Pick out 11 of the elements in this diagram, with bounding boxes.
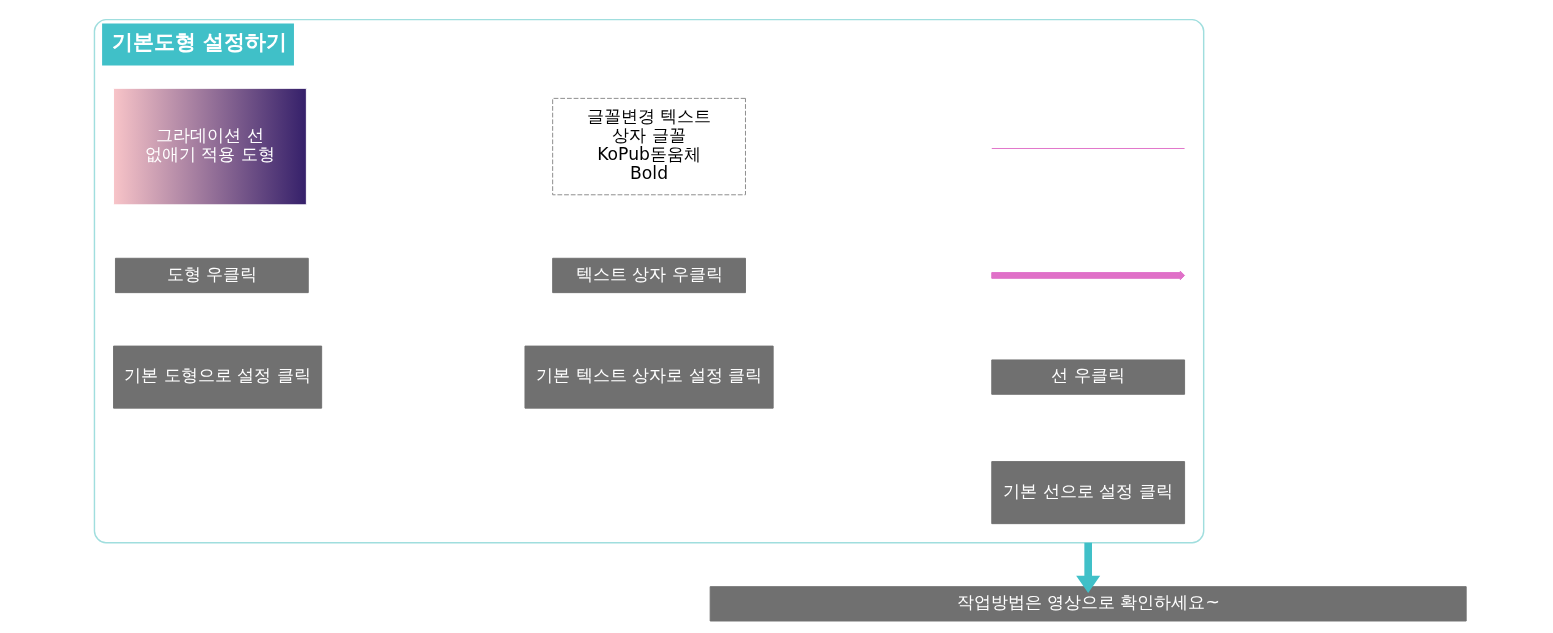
node-line — [991, 148, 1186, 149]
node-box: 기본 도형으로 설정 클릭 — [113, 345, 323, 409]
node-box: 기본 선으로 설정 클릭 — [991, 461, 1186, 525]
node-box: 기본 텍스트 상자로 설정 클릭 — [524, 345, 774, 409]
node-box: 글꼴변경 텍스트 상자 글꼴 KoPub돋움체 Bold — [552, 97, 746, 196]
node-box: 그라데이션 선 없애기 적용 도형 — [113, 87, 307, 206]
node-box: 텍스트 상자 우클릭 — [552, 257, 746, 294]
node-box: 선 우클릭 — [991, 359, 1186, 395]
node-box: 도형 우클릭 — [115, 257, 309, 294]
node-box: 작업방법은 영상으로 확인하세요~ — [709, 586, 1467, 622]
node-arrow — [991, 270, 1186, 281]
